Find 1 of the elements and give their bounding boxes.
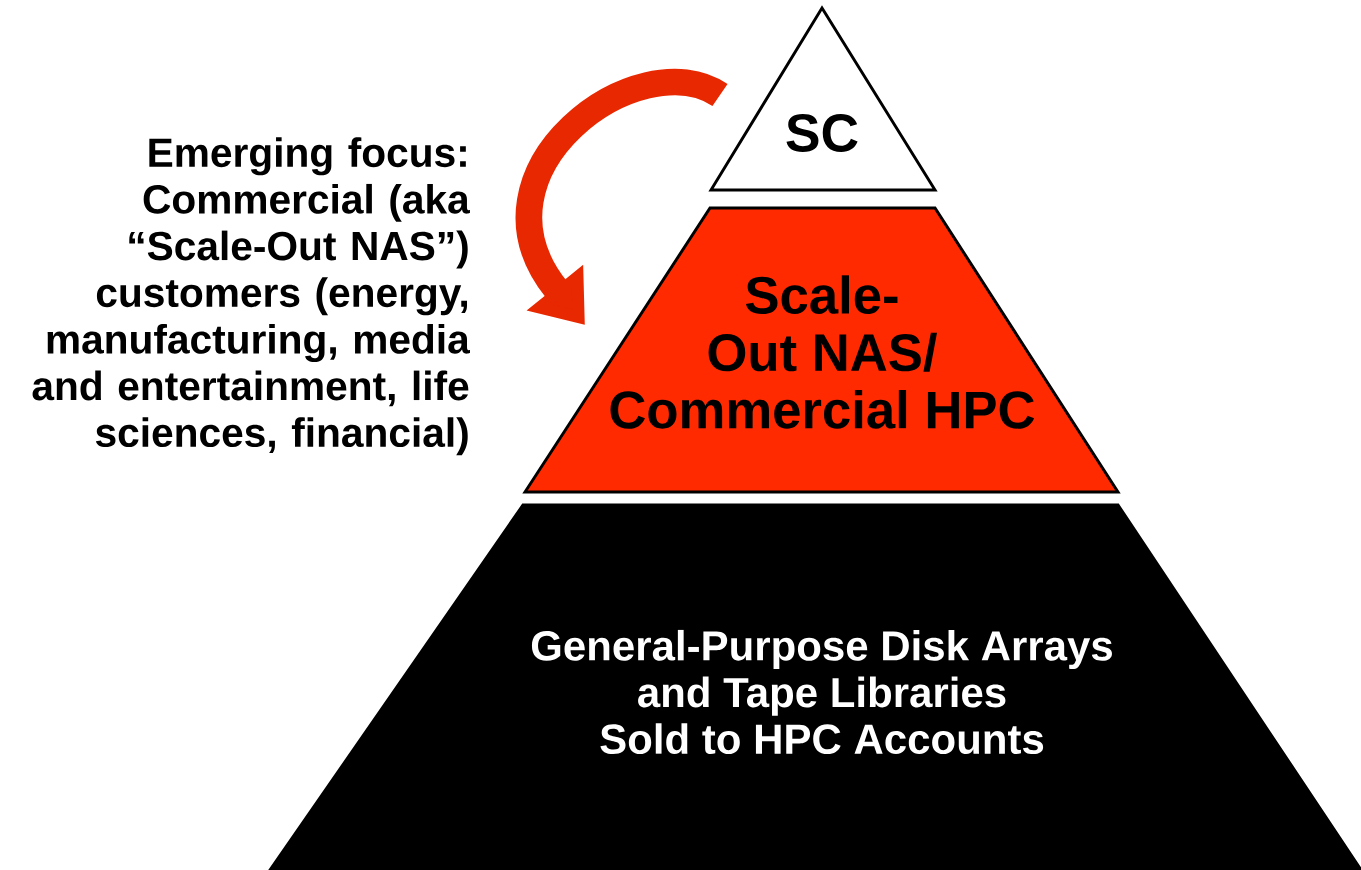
annotation-text: Emerging focus: Commercial (aka “Scale-Out NAS”) customers (energy, manufacturing, media and entertainment, life sciences, financial) — [32, 137, 470, 456]
